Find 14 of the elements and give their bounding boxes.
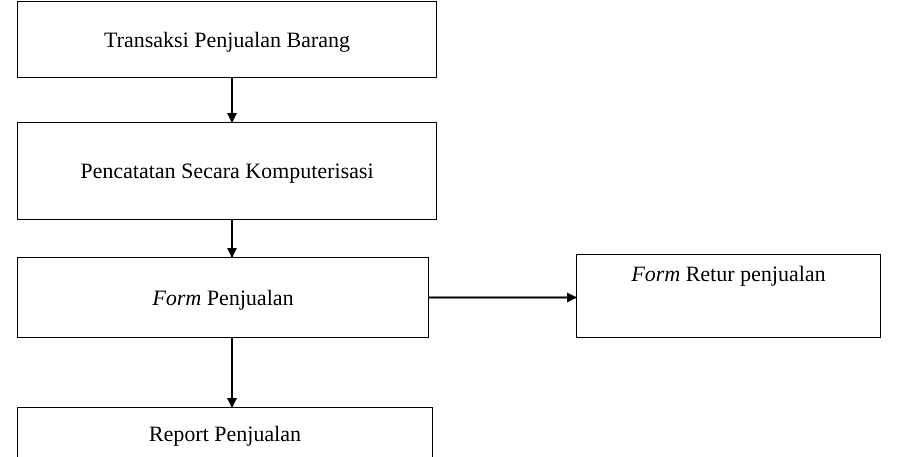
box-label: Report Penjualan: [148, 420, 302, 448]
box-label: Transaksi Penjualan Barang: [104, 26, 350, 54]
arrow: [227, 78, 237, 123]
arrow: [429, 292, 577, 302]
box-label: Form Retur penjualan: [631, 260, 826, 288]
process-box: [576, 254, 881, 338]
process-box: [17, 257, 429, 338]
process-box: [17, 407, 433, 457]
box-label: Form Penjualan: [152, 284, 294, 312]
box-label: Pencatatan Secara Komputerisasi: [80, 157, 374, 185]
arrow: [227, 338, 237, 408]
process-box: [17, 1, 437, 78]
process-box: [17, 122, 437, 220]
arrow: [227, 220, 237, 258]
